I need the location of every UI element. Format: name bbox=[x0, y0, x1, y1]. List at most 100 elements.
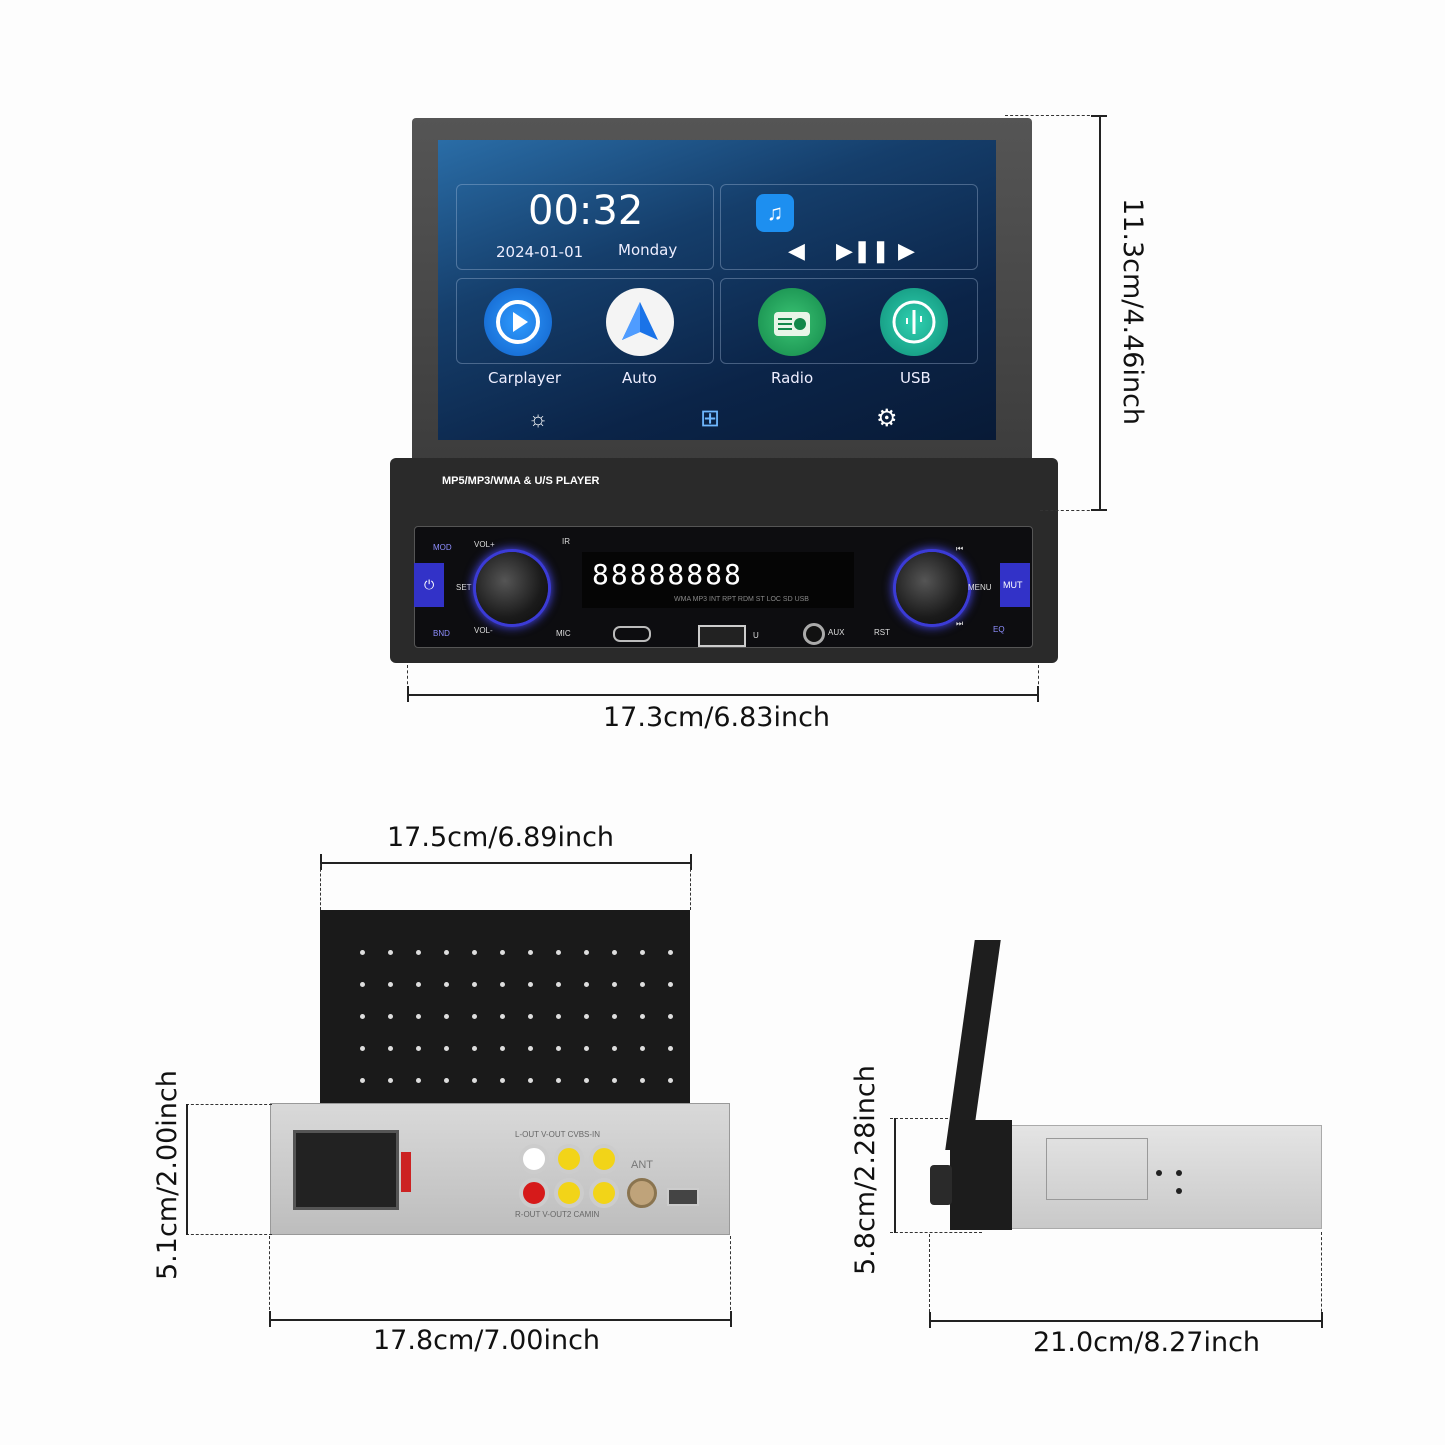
rca-red-bottom[interactable] bbox=[519, 1178, 549, 1208]
rear-height-line bbox=[186, 1104, 188, 1235]
next-icon[interactable]: ⏭ bbox=[956, 619, 964, 628]
side-height-guide-bottom bbox=[890, 1232, 982, 1233]
vent-dot bbox=[668, 1078, 673, 1083]
eq-label: EQ bbox=[993, 625, 1005, 634]
lcd-digits: 88888888 bbox=[592, 558, 743, 591]
music-note-icon[interactable]: ♫ bbox=[756, 194, 794, 232]
vent-dot bbox=[584, 1046, 589, 1051]
vent-dot bbox=[360, 1078, 365, 1083]
settings-gear-icon[interactable]: ⚙ bbox=[876, 405, 898, 432]
apps-panel-right bbox=[720, 278, 978, 364]
usb-a-port[interactable] bbox=[698, 625, 746, 647]
rear-top-width-label: 17.5cm/6.89inch bbox=[387, 822, 615, 853]
vent-dot bbox=[556, 1046, 561, 1051]
rca-yellow-bottom-1[interactable] bbox=[554, 1178, 584, 1208]
vent-dot bbox=[444, 950, 449, 955]
vent-dot bbox=[388, 1078, 393, 1083]
vent-dot bbox=[528, 1014, 533, 1019]
vent-dot bbox=[444, 1014, 449, 1019]
vent-dot bbox=[472, 982, 477, 987]
rear-top-guide-left bbox=[320, 864, 321, 910]
front-width-tick-right bbox=[1037, 686, 1039, 702]
play-pause-icon[interactable]: ▶❚❚ bbox=[836, 238, 890, 263]
vent-dot bbox=[500, 1046, 505, 1051]
side-depth-label: 21.0cm/8.27inch bbox=[1033, 1327, 1261, 1358]
volume-knob[interactable] bbox=[476, 552, 548, 624]
next-track-icon[interactable]: ▶ bbox=[898, 238, 915, 263]
vent-dot bbox=[388, 982, 393, 987]
clock-date: 2024-01-01 bbox=[496, 243, 584, 261]
clock-time: 00:32 bbox=[528, 188, 644, 234]
rear-top-guide-right bbox=[690, 864, 691, 910]
android-auto-icon[interactable] bbox=[606, 288, 674, 356]
height-guide-bottom bbox=[1040, 510, 1095, 511]
vent-dot bbox=[444, 1046, 449, 1051]
ant-label: ANT bbox=[631, 1159, 653, 1171]
vent-dot bbox=[360, 982, 365, 987]
front-width-label: 17.3cm/6.83inch bbox=[603, 702, 831, 733]
vent-dot bbox=[500, 1014, 505, 1019]
lcd-status-icons: WMA MP3 INT RPT RDM ST LOC SD USB bbox=[674, 596, 809, 603]
prev-track-icon[interactable]: ◀ bbox=[788, 238, 805, 263]
usb-c-port[interactable] bbox=[613, 626, 651, 642]
carplay-icon[interactable] bbox=[484, 288, 552, 356]
power-button[interactable]: ⏻ bbox=[414, 563, 444, 607]
vent-dot bbox=[612, 950, 617, 955]
vent-dot bbox=[360, 1046, 365, 1051]
rear-width-line bbox=[269, 1319, 732, 1321]
vent-dot bbox=[388, 1046, 393, 1051]
vent-dot bbox=[416, 1014, 421, 1019]
vent-dot bbox=[640, 1014, 645, 1019]
segment-display: 88888888 WMA MP3 INT RPT RDM ST LOC SD U… bbox=[582, 552, 854, 608]
rear-usb-port[interactable] bbox=[667, 1188, 699, 1206]
rca-yellow-top-2[interactable] bbox=[589, 1144, 619, 1174]
side-bracket bbox=[1046, 1138, 1148, 1200]
brightness-icon[interactable]: ☼ bbox=[528, 406, 549, 431]
rca-yellow-top-1[interactable] bbox=[554, 1144, 584, 1174]
vent-dot bbox=[500, 950, 505, 955]
height-tick-top bbox=[1091, 115, 1107, 117]
vent-dot bbox=[556, 1014, 561, 1019]
rear-width-guide-left bbox=[269, 1236, 270, 1320]
side-knob bbox=[930, 1165, 952, 1205]
radio-icon[interactable] bbox=[758, 288, 826, 356]
rear-width-tick-left bbox=[269, 1311, 271, 1327]
tune-knob[interactable] bbox=[896, 552, 968, 624]
height-dimension-line bbox=[1099, 115, 1101, 511]
rear-top-tick-left bbox=[320, 854, 322, 870]
vent-dot bbox=[416, 1046, 421, 1051]
rca-white-top[interactable] bbox=[519, 1144, 549, 1174]
vent-dot bbox=[472, 1046, 477, 1051]
front-height-label: 11.3cm/4.46inch bbox=[1117, 198, 1148, 426]
vent-dot bbox=[500, 982, 505, 987]
vent-dot bbox=[556, 950, 561, 955]
rca-yellow-bottom-2[interactable] bbox=[589, 1178, 619, 1208]
side-faceplate bbox=[950, 1120, 1012, 1230]
vent-dot bbox=[612, 982, 617, 987]
app-label-usb: USB bbox=[900, 369, 931, 387]
u-label: U bbox=[753, 631, 759, 640]
clock-panel bbox=[456, 184, 714, 270]
apps-grid-icon[interactable]: ⊞ bbox=[700, 405, 721, 432]
vent-dot bbox=[472, 1078, 477, 1083]
rear-panel: L-OUT V-OUT CVBS-IN R-OUT V-OUT2 CAMIN A… bbox=[270, 1103, 730, 1235]
side-hole-3 bbox=[1176, 1188, 1182, 1194]
vent-dot bbox=[584, 1014, 589, 1019]
width-guide-left bbox=[407, 665, 408, 695]
mute-button[interactable]: MUT bbox=[1000, 563, 1030, 607]
vent-dot bbox=[668, 982, 673, 987]
antenna-port[interactable] bbox=[627, 1178, 657, 1208]
mod-label: MOD bbox=[433, 543, 452, 552]
mic-label: MIC bbox=[556, 629, 571, 638]
rear-height-guide-bottom bbox=[186, 1234, 272, 1235]
set-label: SET bbox=[456, 583, 472, 592]
aux-jack[interactable] bbox=[803, 623, 825, 645]
prev-icon[interactable]: ⏮ bbox=[956, 544, 964, 553]
vent-dot bbox=[472, 950, 477, 955]
app-label-carplayer: Carplayer bbox=[488, 369, 561, 387]
rear-width-tick-right bbox=[730, 1311, 732, 1327]
vent-dot bbox=[388, 950, 393, 955]
vent-dot bbox=[360, 950, 365, 955]
vent-dot bbox=[612, 1014, 617, 1019]
usb-icon[interactable] bbox=[880, 288, 948, 356]
